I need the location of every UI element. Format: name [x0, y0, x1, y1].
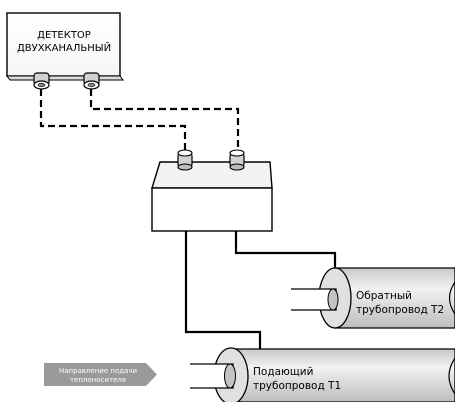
return-pipe-label-line1: Обратный: [356, 290, 412, 302]
detector-box: ДЕТЕКТОР ДВУХКАНАЛЬНЫЙ: [6, 12, 124, 81]
junction-box: [151, 161, 273, 232]
flow-arrow-label-line1: Направление подачи: [59, 367, 137, 375]
cable-to-return-pipe: [234, 230, 337, 268]
cable-to-supply-pipe: [184, 230, 262, 361]
flow-direction-arrow: Направление подачи теплоносителя: [44, 363, 157, 386]
dashed-cable-right: [89, 89, 240, 159]
dashed-cable-left: [39, 89, 187, 160]
solid-cables: [184, 230, 337, 361]
supply-pipe-t1: Подающий трубопровод Т1: [190, 347, 455, 402]
dashed-cables: [39, 89, 240, 160]
supply-pipe-label-line1: Подающий: [253, 366, 313, 378]
detector-label-line1: ДЕТЕКТОР: [37, 30, 91, 41]
detector-connector-left: [33, 72, 50, 90]
junction-connector-left: [177, 149, 193, 171]
detector-connector-right: [83, 72, 100, 90]
return-pipe-t2: Обратный трубопровод Т2: [291, 267, 455, 329]
junction-connector-right: [229, 149, 245, 171]
flow-arrow-label-line2: теплоносителя: [70, 376, 126, 384]
detector-label-line2: ДВУХКАНАЛЬНЫЙ: [17, 41, 111, 54]
supply-pipe-label-line2: трубопровод Т1: [253, 380, 341, 392]
return-pipe-label-line2: трубопровод Т2: [356, 304, 444, 316]
